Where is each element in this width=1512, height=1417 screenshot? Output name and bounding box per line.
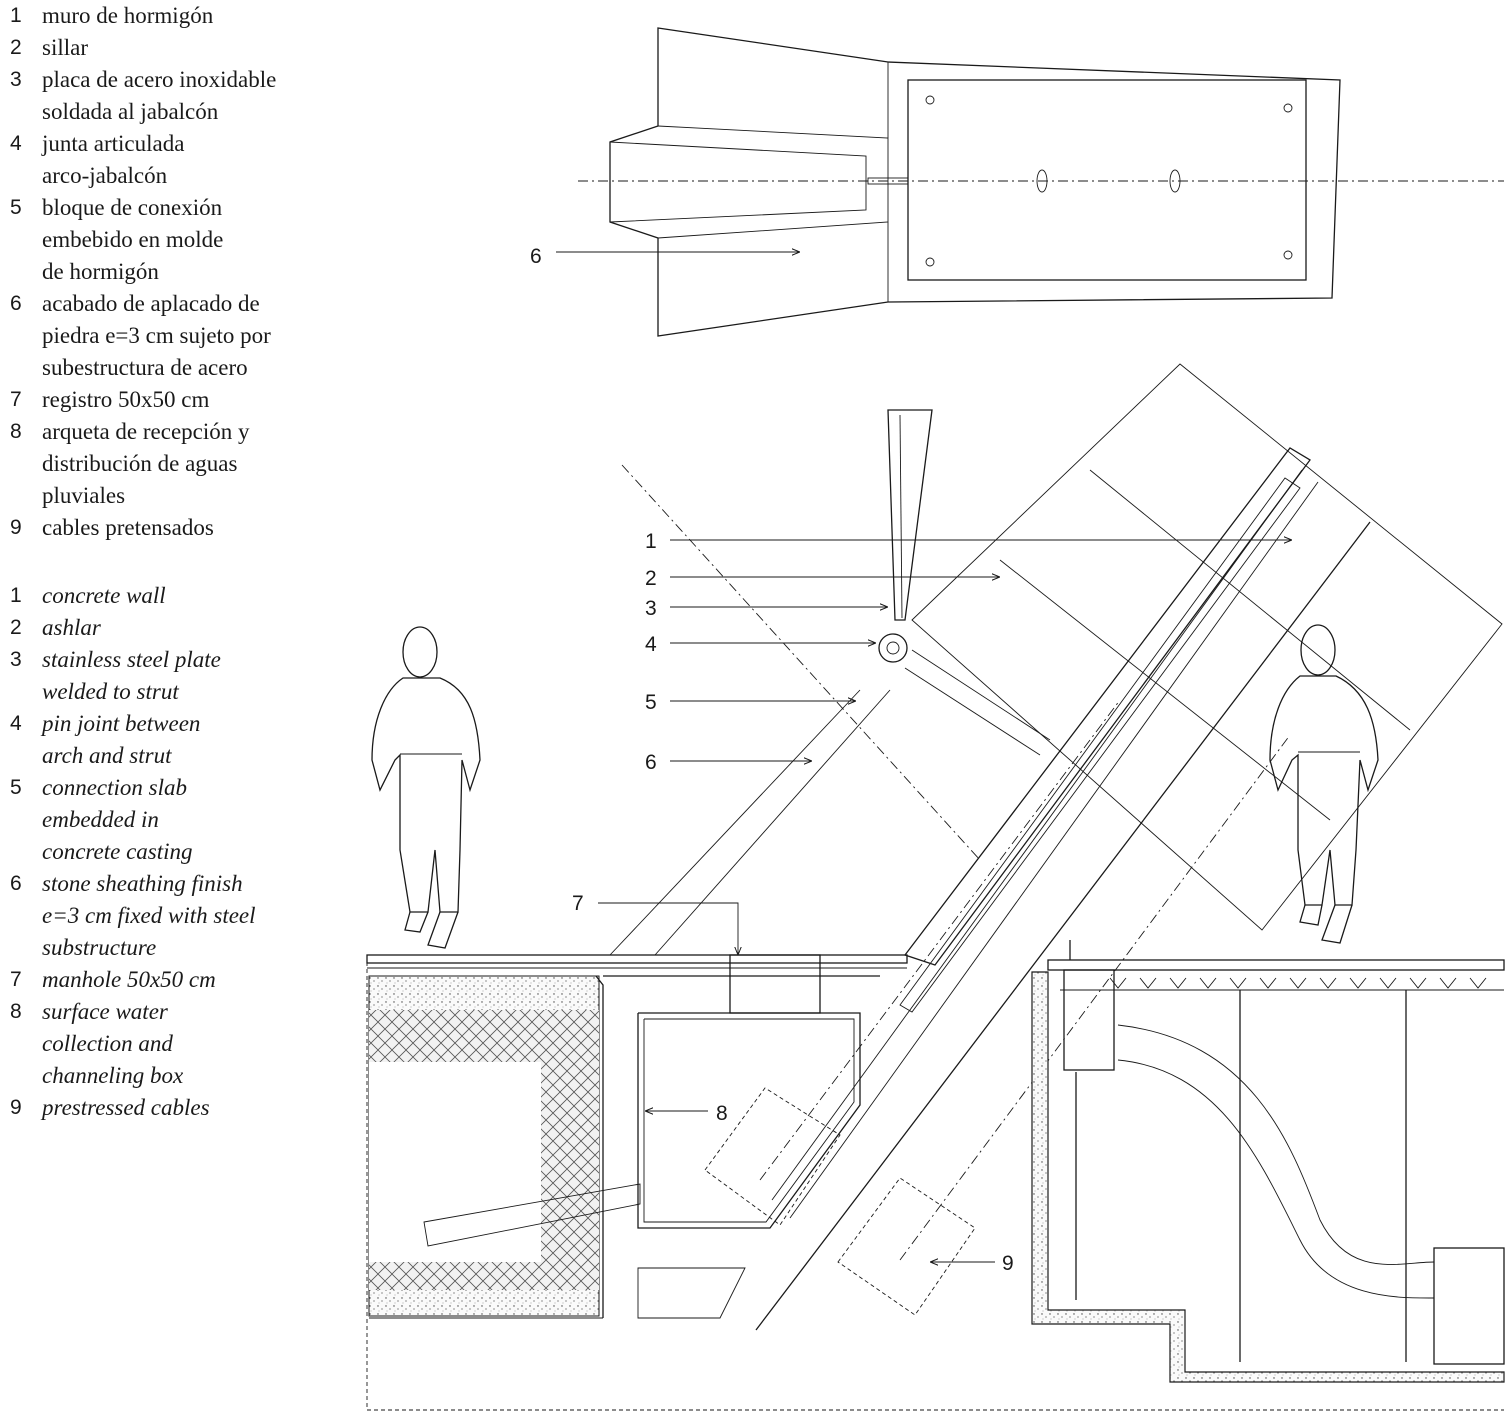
callout-6: 6 (645, 751, 657, 774)
callout-7: 7 (572, 892, 584, 915)
plan-callout-6: 6 (530, 245, 542, 268)
callout-2: 2 (645, 567, 657, 590)
callout-9: 9 (1002, 1252, 1014, 1275)
callout-5: 5 (645, 691, 657, 714)
callout-4: 4 (645, 633, 657, 656)
section-view (366, 363, 1505, 1411)
callout-3: 3 (645, 597, 657, 620)
callout-8: 8 (716, 1102, 728, 1125)
person-left-figure (371, 626, 481, 949)
callout-1: 1 (645, 530, 657, 553)
plan-view: 6 (530, 27, 1504, 337)
section-callouts: 1 2 3 4 5 6 7 8 9 (572, 530, 1292, 1275)
person-right-figure (1269, 624, 1379, 944)
